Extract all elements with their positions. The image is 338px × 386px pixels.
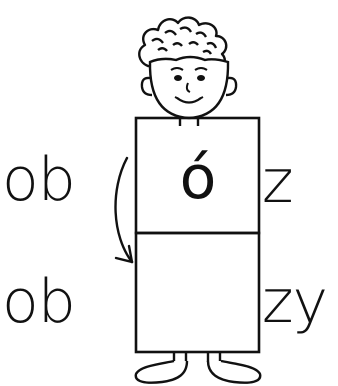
top-suffix: z (262, 152, 293, 212)
right-foot-icon (208, 361, 260, 383)
legs-icon (174, 352, 220, 362)
face-icon (150, 57, 228, 118)
bottom-suffix: zy (262, 272, 327, 332)
top-prefix: ob (2, 150, 75, 210)
top-vowel: ó (136, 148, 260, 208)
left-foot-icon (136, 361, 187, 383)
curved-arrow-icon (116, 158, 132, 262)
blank-vowel-slot[interactable] (136, 270, 260, 334)
bottom-prefix: ob (2, 272, 75, 332)
